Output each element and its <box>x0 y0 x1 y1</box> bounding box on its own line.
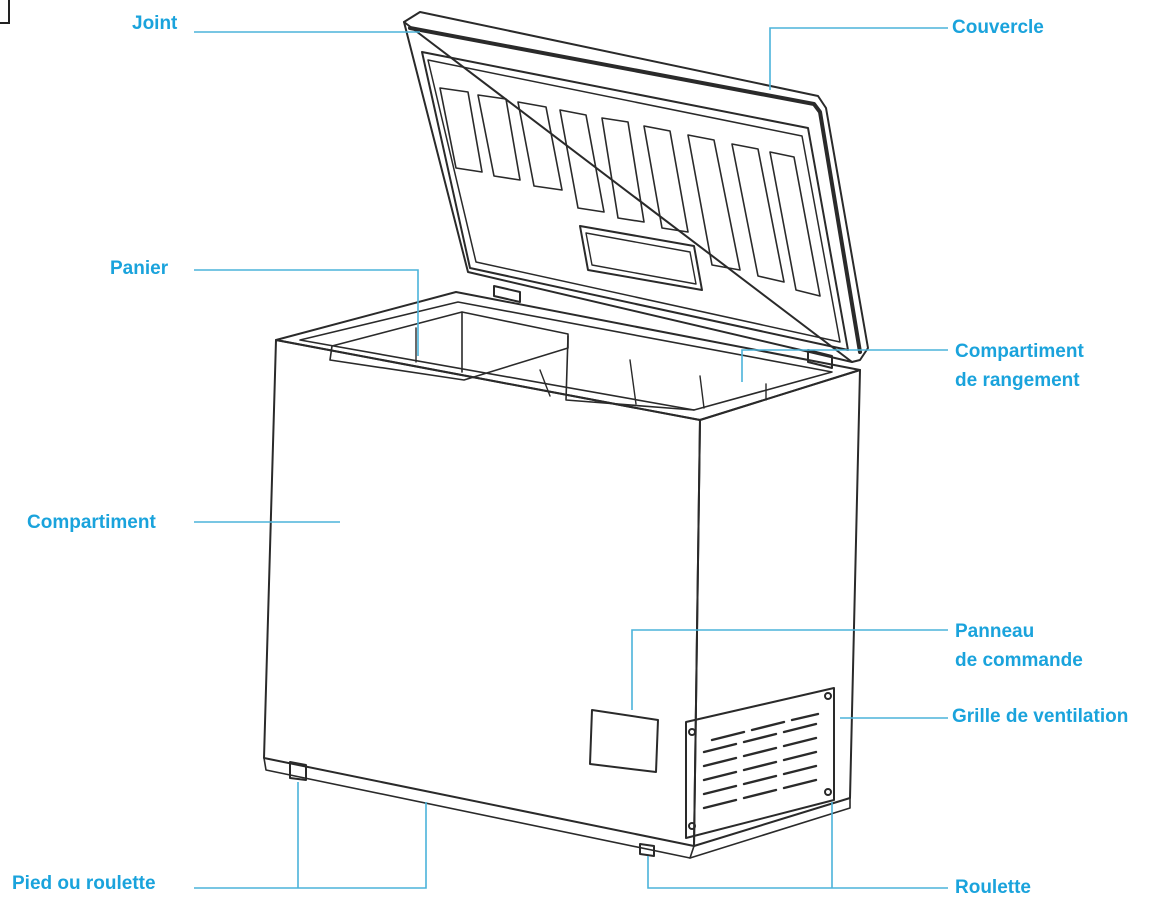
cabinet-side <box>693 369 861 847</box>
leader-pied <box>194 782 427 889</box>
lid-outer <box>403 11 869 363</box>
lid-ribs <box>439 87 821 297</box>
cabinet-base-line <box>263 757 695 859</box>
hinge-right <box>807 349 833 369</box>
label-grille-ventilation: Grille de ventilation <box>952 706 1129 727</box>
label-compartiment-rangement-line1: Compartiment <box>955 341 1084 362</box>
label-roulette: Roulette <box>955 877 1031 898</box>
vent-grille-frame <box>685 687 835 839</box>
lid-inner-border <box>427 59 841 343</box>
label-joint: Joint <box>132 13 178 34</box>
leader-compartiment-rangement <box>741 349 948 382</box>
lid-label-plate <box>579 225 703 291</box>
control-panel <box>589 709 659 773</box>
wheel-front-right <box>639 843 655 857</box>
leader-panier <box>194 269 419 356</box>
leader-panneau <box>631 629 948 710</box>
label-panneau-line2: de commande <box>955 650 1083 671</box>
label-panier: Panier <box>110 258 169 279</box>
label-compartiment-rangement: Compartiment de rangement <box>955 337 1084 395</box>
vent-slots <box>702 712 820 810</box>
lid-rim <box>403 21 853 363</box>
label-pied-roulette: Pied ou roulette <box>12 873 156 894</box>
label-compartiment: Compartiment <box>27 512 156 533</box>
label-couvercle: Couvercle <box>952 17 1044 38</box>
label-panneau-commande: Panneau de commande <box>955 617 1083 675</box>
leader-couvercle <box>769 27 948 90</box>
hinge-left <box>493 285 521 303</box>
cabinet-top-inner <box>299 301 833 411</box>
leader-lines <box>194 27 948 889</box>
leader-roulette <box>647 802 948 889</box>
corner-mark <box>0 0 10 24</box>
label-compartiment-rangement-line2: de rangement <box>955 370 1080 391</box>
lid-gasket <box>408 26 862 354</box>
label-panneau-line1: Panneau <box>955 621 1035 642</box>
foot-front-left <box>289 761 307 781</box>
basket <box>329 311 569 381</box>
